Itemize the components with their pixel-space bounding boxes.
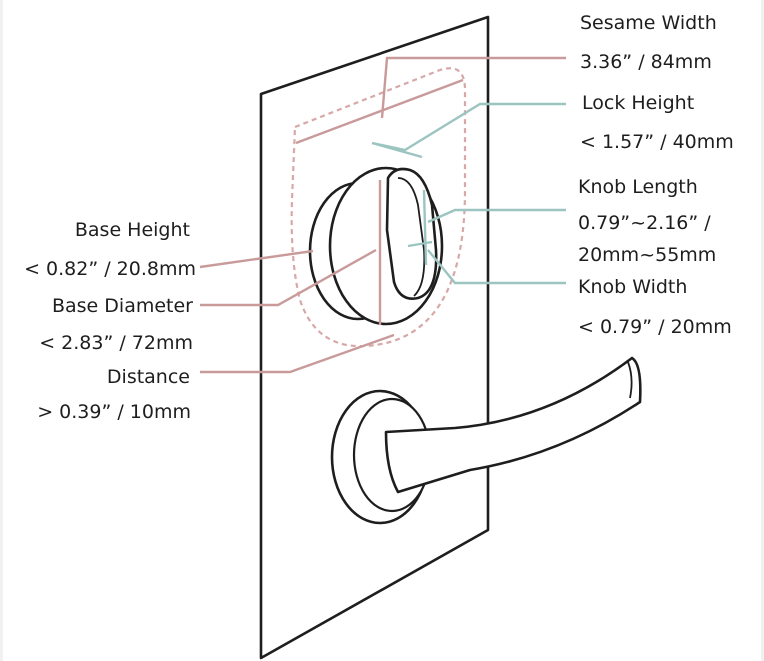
sesame-width-title: Sesame Width bbox=[580, 12, 717, 34]
door-handle-lever-edge bbox=[627, 361, 633, 399]
base-height-title: Base Height bbox=[75, 219, 190, 241]
distance-leader bbox=[200, 333, 395, 374]
door-plate bbox=[259, 15, 490, 660]
lock-dashed-outline bbox=[290, 67, 467, 348]
sesame-width-value: 3.36” / 84mm bbox=[580, 51, 712, 73]
knob-width-leader bbox=[427, 249, 566, 285]
right-edge-strip bbox=[761, 0, 764, 661]
base-diameter-title: Base Diameter bbox=[52, 295, 193, 317]
knob-length-dimension-line bbox=[422, 189, 428, 266]
door-handle-lever bbox=[384, 356, 642, 494]
base-diameter-value: < 2.83” / 72mm bbox=[39, 332, 193, 354]
lock-knob-inner-edge bbox=[397, 177, 426, 297]
lock-height-value: < 1.57” / 40mm bbox=[580, 131, 734, 153]
distance-value: > 0.39” / 10mm bbox=[37, 401, 191, 423]
left-edge-strip bbox=[0, 0, 3, 661]
knob-width-title: Knob Width bbox=[578, 276, 687, 298]
base-diameter-leader bbox=[200, 248, 377, 307]
knob-length-value-line2: 20mm~55mm bbox=[578, 244, 716, 266]
sesame-width-leader bbox=[380, 56, 566, 119]
knob-width-value: < 0.79” / 20mm bbox=[578, 316, 732, 338]
distance-title: Distance bbox=[107, 366, 190, 388]
lock-height-title: Lock Height bbox=[582, 92, 694, 114]
knob-length-leader bbox=[427, 208, 566, 224]
base-height-leader bbox=[199, 249, 314, 269]
base-height-value: < 0.82” / 20.8mm bbox=[24, 258, 196, 280]
knob-length-title: Knob Length bbox=[578, 176, 698, 198]
lock-height-dimension-line bbox=[371, 141, 423, 159]
sesame-width-dimension-line bbox=[295, 78, 464, 145]
knob-length-value-line1: 0.79”~2.16” / bbox=[578, 212, 711, 234]
knob-width-dimension-line bbox=[407, 240, 433, 248]
